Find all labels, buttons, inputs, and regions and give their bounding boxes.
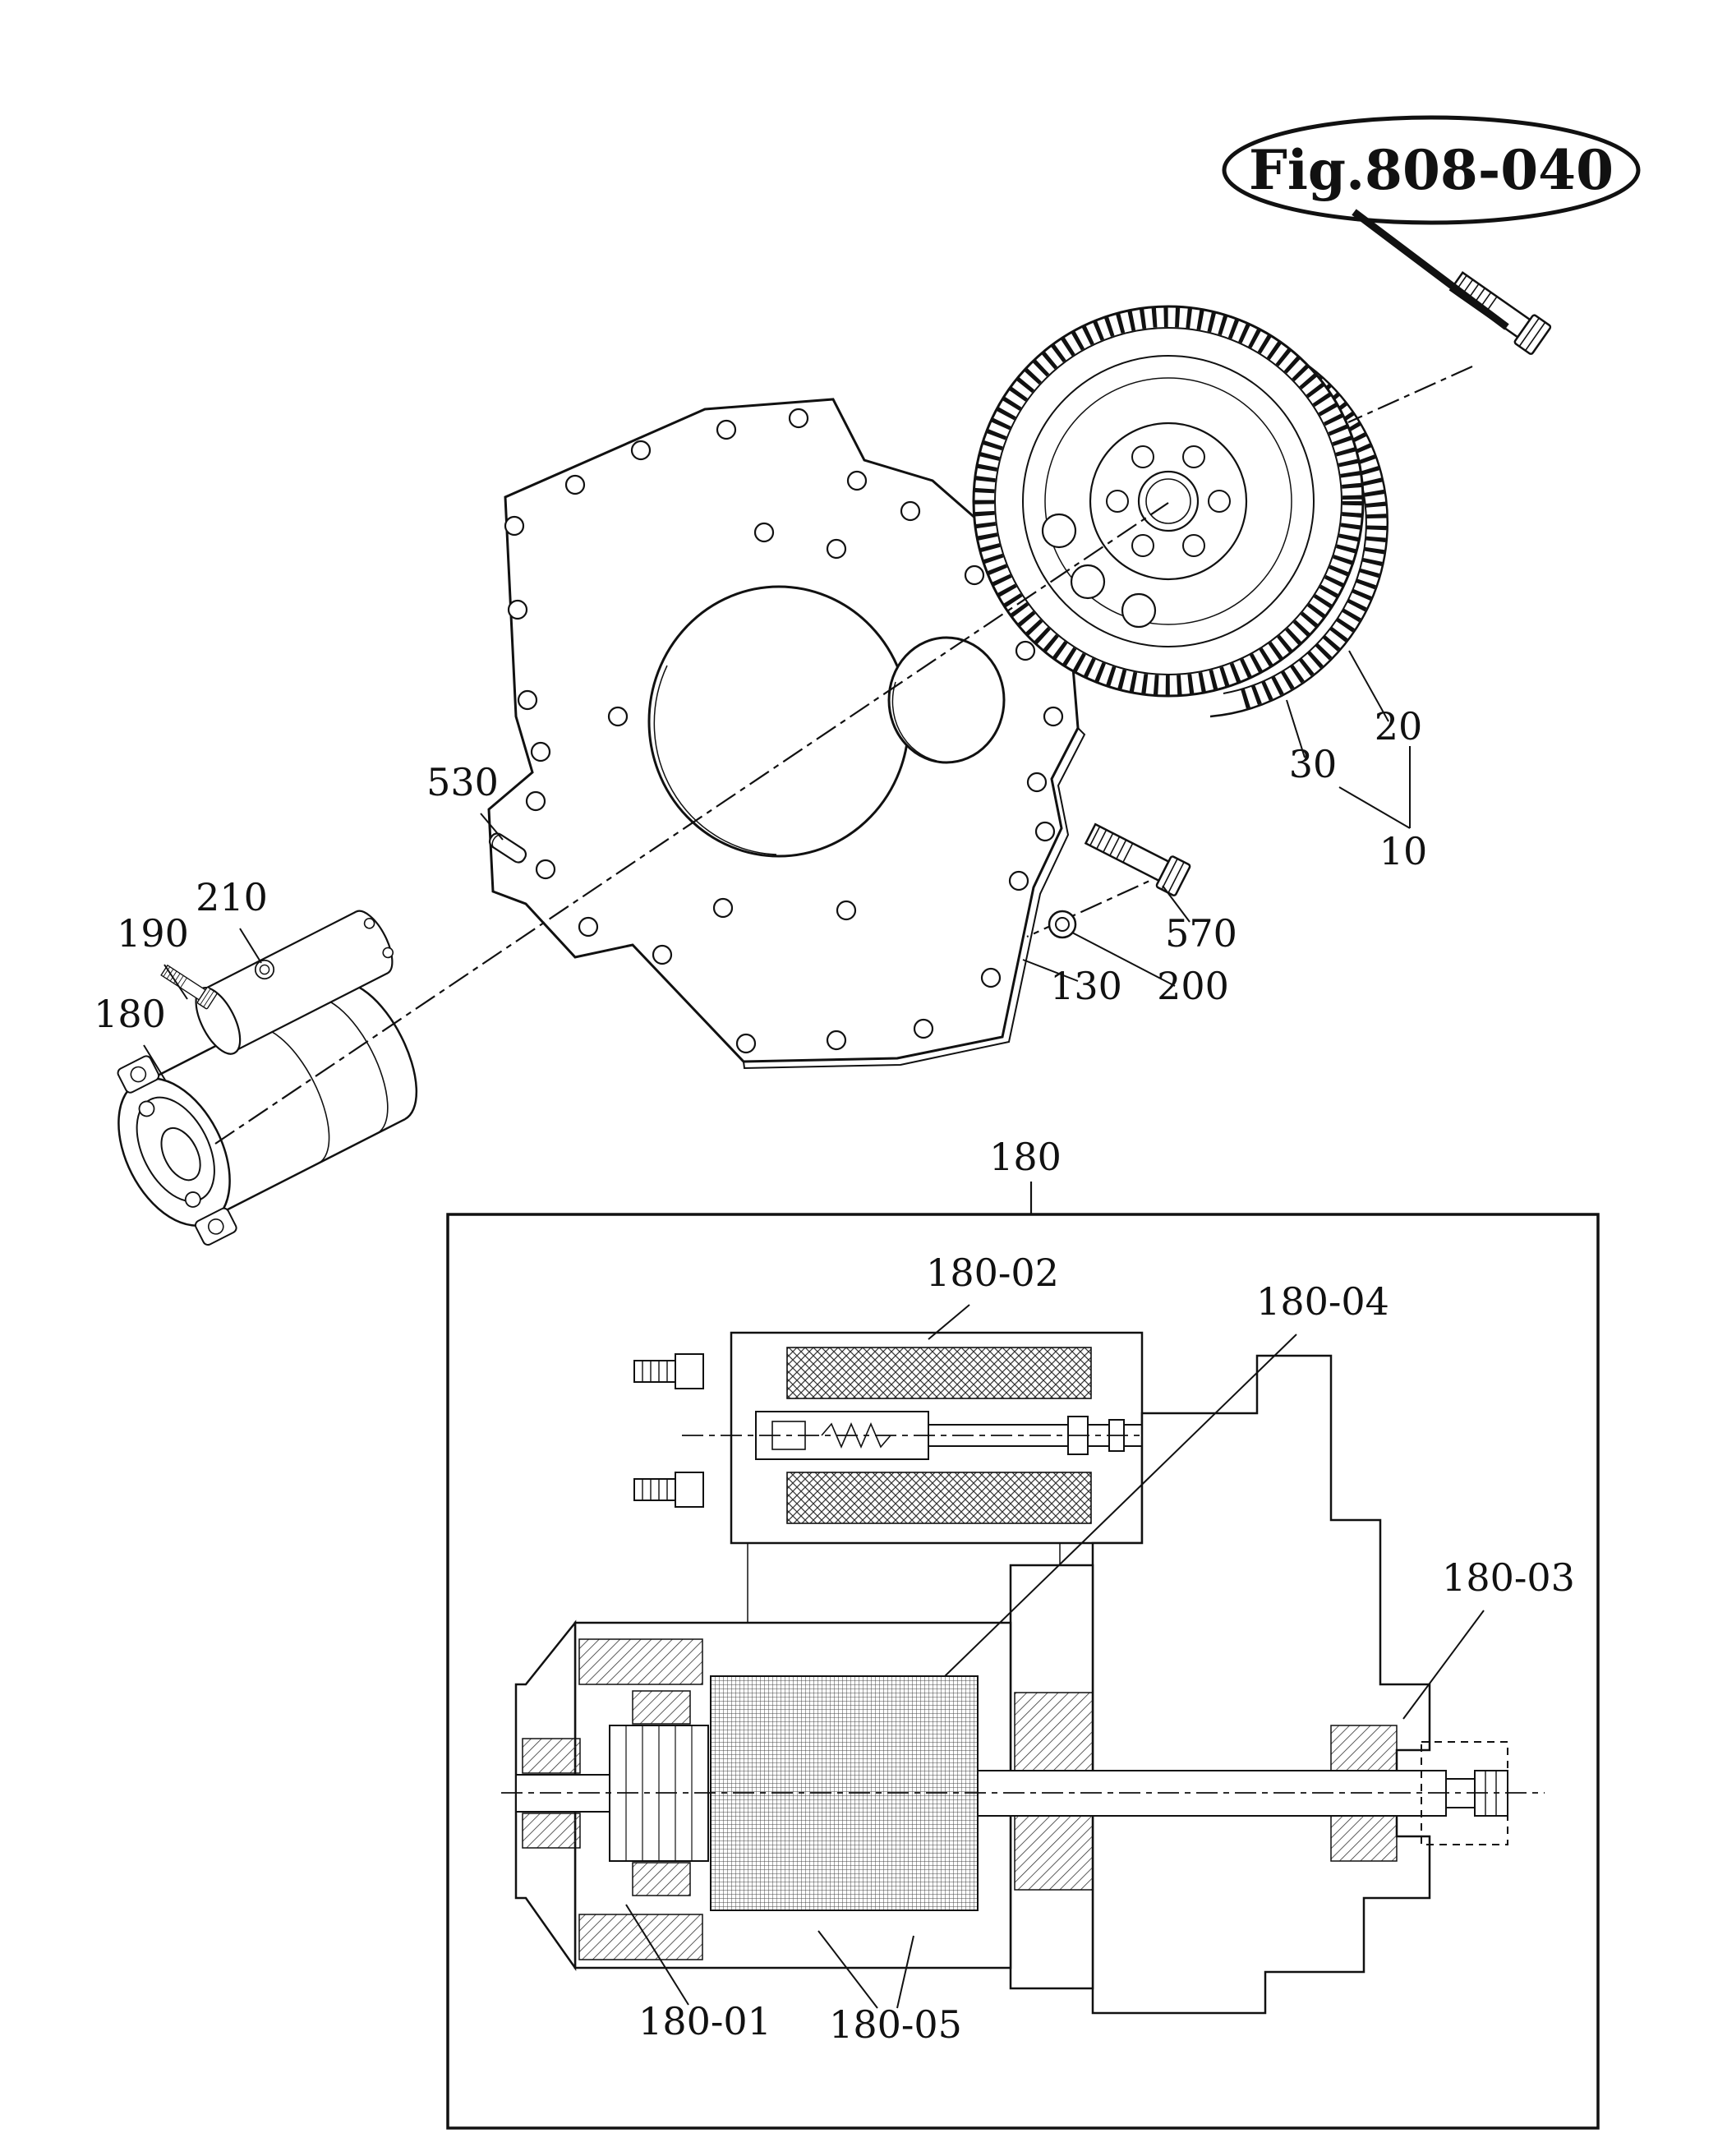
callout-180-05: 180-05 (829, 2002, 962, 2047)
callout-180-02: 180-02 (926, 1251, 1059, 1295)
callout-200: 200 (1157, 964, 1229, 1008)
callout-210: 210 (196, 875, 268, 919)
mounting-plate-drawing (487, 398, 1086, 1070)
terminal-studs (633, 1353, 704, 1508)
figure-tag-label: Fig.808-040 (1249, 138, 1614, 202)
flywheel-bolt (1445, 265, 1553, 357)
starter-cross-section (501, 1331, 1545, 2015)
callout-180-03: 180-03 (1442, 1555, 1575, 1600)
callout-20: 20 (1375, 704, 1423, 749)
callout-570: 570 (1165, 911, 1237, 956)
plate-bolt-holes (504, 408, 1064, 1054)
callout-180-04: 180-04 (1256, 1279, 1389, 1324)
flywheel-drawing (972, 305, 1389, 718)
detail-box: 180 (446, 1135, 1600, 2130)
callout-180-01: 180-01 (638, 1999, 771, 2043)
callout-190: 190 (117, 911, 189, 956)
callout-530: 530 (426, 760, 499, 804)
starter-motor-drawing (117, 910, 418, 1246)
callout-30: 30 (1289, 742, 1338, 786)
callout-180: 180 (94, 992, 166, 1036)
plate-bolt-570 (1081, 817, 1192, 897)
flywheel-web-holes (1041, 513, 1157, 629)
detail-leader-lines (625, 1304, 1485, 2009)
figure-tag: Fig.808-040 (1222, 115, 1641, 330)
callout-130: 130 (1050, 964, 1122, 1008)
detail-title: 180 (989, 1135, 1062, 1179)
dowel-pin-530 (488, 832, 527, 864)
plate-washer-200 (1048, 910, 1077, 939)
starter-washer-210 (254, 959, 275, 980)
flywheel-hub-bolt-holes (1106, 445, 1231, 557)
leader-lines (143, 650, 1411, 1082)
callout-10: 10 (1379, 829, 1428, 873)
